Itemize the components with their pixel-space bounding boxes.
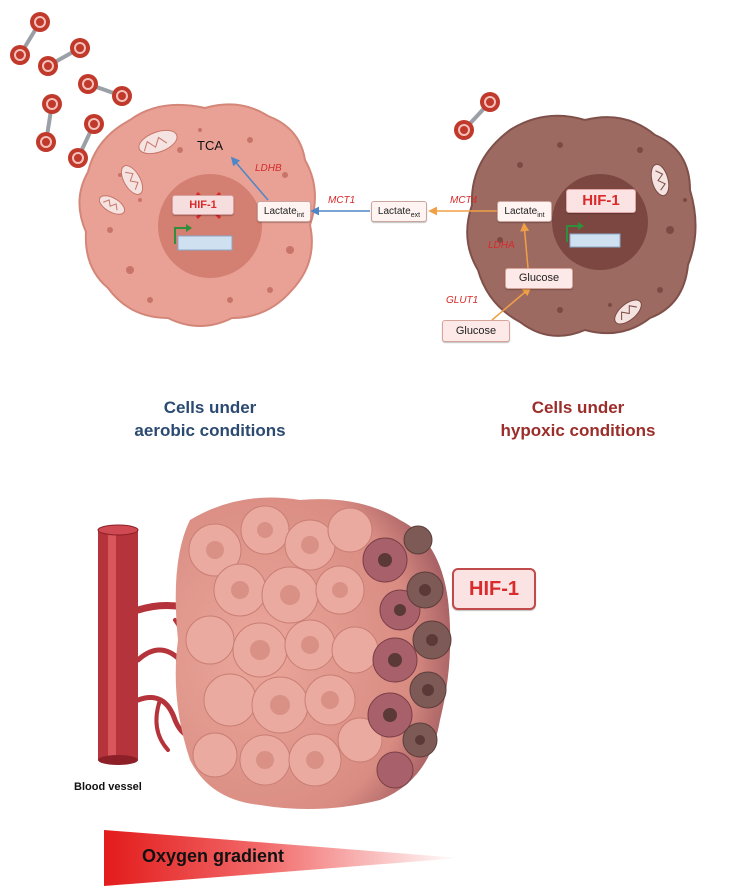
hypoxic-caption: Cells under hypoxic conditions (478, 396, 678, 442)
hif1-right-box: HIF-1 (566, 189, 636, 213)
mitochondrion-icon (650, 163, 670, 197)
ldhb-label: LDHB (255, 163, 282, 174)
oxygen-molecule-icon (68, 114, 104, 168)
lactate-ext-box: Lactateext (371, 201, 427, 222)
aerobic-caption: Cells under aerobic conditions (110, 396, 310, 442)
hif1-right-label: HIF-1 (582, 192, 620, 209)
tca-label: TCA (197, 138, 223, 153)
oxygen-molecule-icon (38, 38, 90, 76)
pathway-arrows (230, 156, 532, 321)
glucose-outer-box: Glucose (442, 320, 510, 342)
tumor-cluster (175, 497, 452, 809)
glut1-label: GLUT1 (446, 295, 479, 306)
lactate-int-right-box: Lactateint (497, 201, 552, 222)
hypoxic-caption-line2: hypoxic conditions (500, 421, 656, 440)
oxygen-molecule-icon (78, 74, 132, 106)
mitochondrion-icon (120, 165, 144, 195)
lactate-int-left-label: Lactate (263, 206, 297, 217)
mitochondrion-icon (98, 195, 126, 215)
aerobic-nucleus (158, 174, 262, 278)
mct1-label: MCT1 (328, 195, 356, 206)
lactate-int-right-label: Lactate (504, 206, 538, 217)
oxygen-molecules (10, 12, 500, 168)
blood-vessel-label: Blood vessel (74, 781, 142, 793)
aerobic-caption-line1: Cells under (163, 398, 257, 417)
oxygen-gradient-wedge (104, 830, 460, 886)
oxygen-molecule-icon (10, 12, 50, 65)
aerobic-caption-line2: aerobic conditions (134, 421, 286, 440)
lactate-int-left-box: Lactateint (257, 201, 311, 222)
lactate-ext-sub: ext (410, 212, 421, 219)
oxygen-molecule-icon (36, 94, 62, 152)
oxygen-gradient-label: Oxygen gradient (142, 846, 285, 866)
glucose-inner-box: Glucose (505, 268, 573, 289)
glucose-inner-label: Glucose (518, 272, 560, 284)
glucose-outer-label: Glucose (455, 325, 497, 337)
hypoxic-caption-line1: Cells under (531, 398, 625, 417)
hypoxic-cell (466, 114, 697, 337)
lactate-ext-label: Lactate (377, 206, 411, 217)
mitochondrion-icon (614, 299, 642, 325)
lactate-int-left-sub: int (296, 212, 305, 219)
hif1-crossed-box: HIF-1 (172, 195, 234, 215)
lactate-int-right-sub: int (537, 212, 545, 219)
hif1-crossed-label: HIF-1 (189, 199, 217, 211)
hif1-tumor-badge: HIF-1 (452, 568, 536, 610)
mct4-label: MCT4 (450, 195, 478, 206)
oxygen-molecule-icon (454, 92, 500, 140)
mitochondrion-icon (138, 129, 178, 155)
hif1-tumor-label: HIF-1 (469, 578, 519, 600)
ldha-label: LDHA (488, 240, 515, 251)
